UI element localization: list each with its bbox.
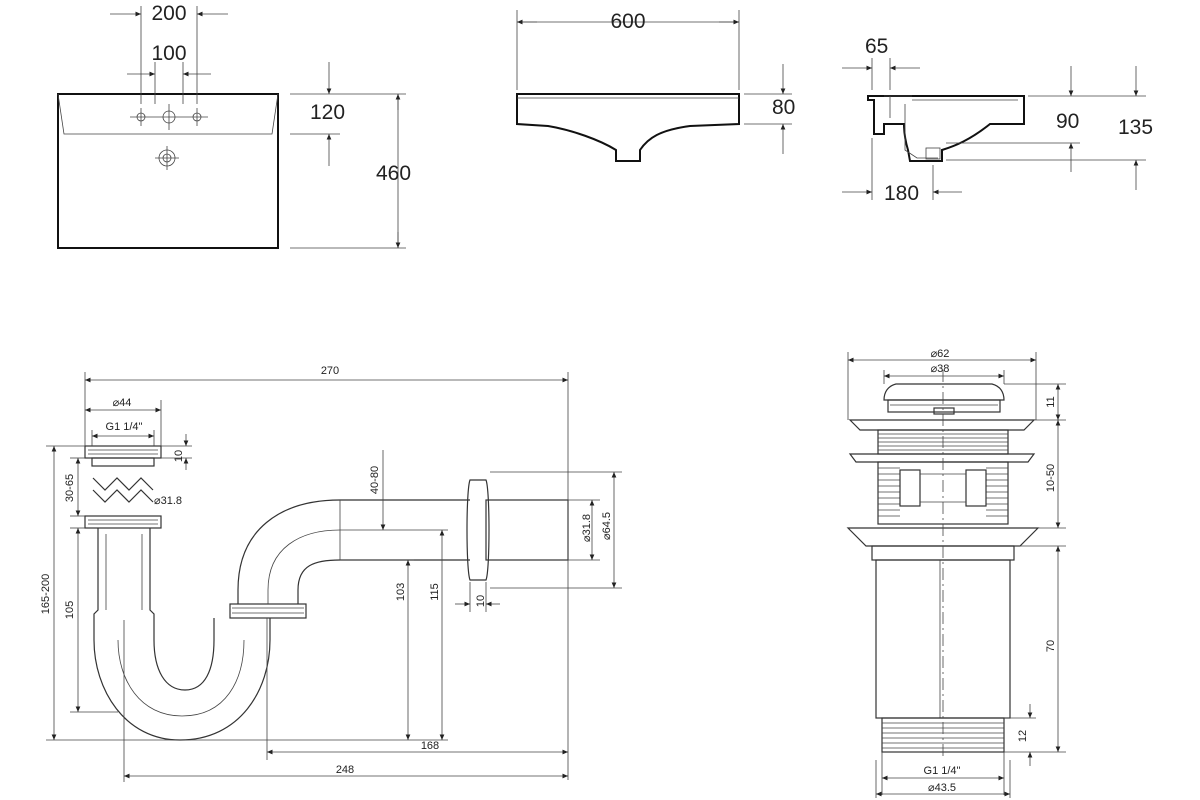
siphon-drawing: 270 ⌀44 G1 1/4" 10 30-65 ⌀31.8 165-200 1… (40, 365, 622, 782)
siphon-right-nut (229, 603, 307, 619)
dim-siphon-165-200: 165-200 (40, 574, 52, 614)
dim-siphon-103: 103 (395, 583, 407, 601)
dim-90: 90 (1056, 110, 1079, 133)
dim-siphon-10-flange: 10 (475, 595, 487, 607)
dim-valve-d38: ⌀38 (931, 363, 950, 375)
dim-siphon-40-80: 40-80 (369, 466, 381, 494)
dim-100: 100 (151, 42, 186, 65)
dim-siphon-30-65: 30-65 (64, 474, 76, 502)
dim-siphon-g114: G1 1/4" (106, 421, 143, 433)
siphon-top-nut (84, 445, 162, 459)
dim-siphon-168: 168 (421, 740, 439, 752)
dim-135: 135 (1118, 116, 1153, 139)
dim-460: 460 (376, 162, 411, 185)
dim-180: 180 (884, 182, 919, 205)
dim-65: 65 (865, 35, 888, 58)
dim-siphon-270: 270 (321, 365, 339, 377)
dim-valve-d435: ⌀43.5 (928, 782, 956, 794)
basin-rim-plan (57, 93, 279, 135)
dim-valve-g114: G1 1/4" (924, 765, 961, 777)
dim-siphon-248: 248 (336, 764, 354, 776)
side-view: 65 90 135 180 (842, 35, 1153, 205)
dim-600: 600 (610, 10, 645, 33)
dim-valve-12: 12 (1017, 730, 1029, 742)
tap-holes-symbol (130, 104, 208, 130)
dim-200: 200 (151, 2, 186, 25)
drain-hole-symbol (155, 146, 179, 170)
drain-valve-drawing: ⌀62 ⌀38 11 10-50 70 12 G1 1/4" ⌀43.5 (846, 348, 1066, 798)
dim-siphon-d318-left: ⌀31.8 (154, 495, 182, 507)
basin-outline-front (516, 93, 740, 162)
valve-cap (883, 383, 1005, 401)
dim-valve-d62: ⌀62 (931, 348, 950, 360)
siphon-wall-flange (466, 479, 490, 581)
dim-valve-10-50: 10-50 (1045, 464, 1057, 492)
dim-siphon-d318-right: ⌀31.8 (581, 514, 593, 542)
valve-thread-middle (878, 467, 1008, 517)
dim-valve-70: 70 (1045, 640, 1057, 652)
dim-siphon-105: 105 (64, 601, 76, 619)
dim-siphon-10-top: 10 (173, 450, 185, 462)
dim-siphon-d645: ⌀64.5 (601, 512, 613, 540)
dim-siphon-d44: ⌀44 (113, 397, 132, 409)
dim-siphon-115: 115 (429, 583, 441, 601)
plan-view: 200 100 120 460 (57, 2, 411, 249)
basin-outline-side (867, 95, 1025, 162)
basin-outline-plan (57, 93, 279, 249)
front-view: 600 80 (516, 10, 795, 162)
dim-valve-11: 11 (1045, 396, 1057, 407)
dim-120: 120 (310, 101, 345, 124)
dim-80: 80 (772, 96, 795, 119)
